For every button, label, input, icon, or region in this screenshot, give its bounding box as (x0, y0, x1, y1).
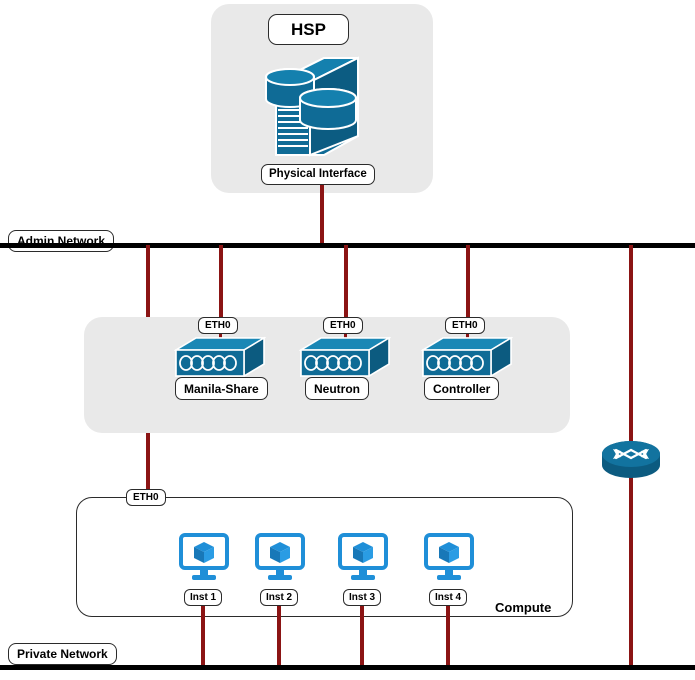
manila-share-name-tag: Manila-Share (175, 377, 268, 400)
controller-name-tag: Controller (424, 377, 500, 400)
instance-1-label: Inst 1 (184, 589, 223, 606)
instance-monitor-icon (178, 533, 230, 581)
controller-eth0-tag: ETH0 (445, 317, 485, 334)
switch-icon (299, 336, 391, 378)
link-instance-2-to-private (277, 606, 281, 666)
link-instance-4-to-private (446, 606, 450, 666)
instance-3-label: Inst 3 (343, 589, 382, 606)
compute-group-box (76, 497, 573, 617)
physical-interface-tag: Physical Interface (261, 164, 375, 185)
neutron-name-tag: Neutron (305, 377, 369, 400)
manila-share-eth0-tag: ETH0 (198, 317, 238, 334)
instance-monitor-icon (423, 533, 475, 581)
compute-group-label: Compute (495, 600, 552, 615)
router-icon (600, 440, 662, 482)
storage-server-icon (262, 52, 362, 157)
instance-monitor-icon (337, 533, 389, 581)
compute-eth0-tag: ETH0 (126, 489, 166, 506)
link-admin-to-manila-share (219, 245, 223, 317)
link-hsp-to-admin (320, 185, 324, 245)
admin-network-label: Admin Network (8, 230, 115, 252)
instance-4-label: Inst 4 (429, 589, 468, 606)
switch-icon (421, 336, 513, 378)
private-network-label: Private Network (8, 643, 117, 665)
switch-icon (174, 336, 266, 378)
hsp-title-tag: HSP (268, 14, 349, 45)
instance-2-label: Inst 2 (260, 589, 299, 606)
instance-monitor-icon (254, 533, 306, 581)
neutron-eth0-tag: ETH0 (323, 317, 363, 334)
link-admin-to-neutron (344, 245, 348, 317)
link-instance-1-to-private (201, 606, 205, 666)
link-admin-to-controller (466, 245, 470, 317)
private-network-line (0, 665, 695, 670)
link-instance-3-to-private (360, 606, 364, 666)
